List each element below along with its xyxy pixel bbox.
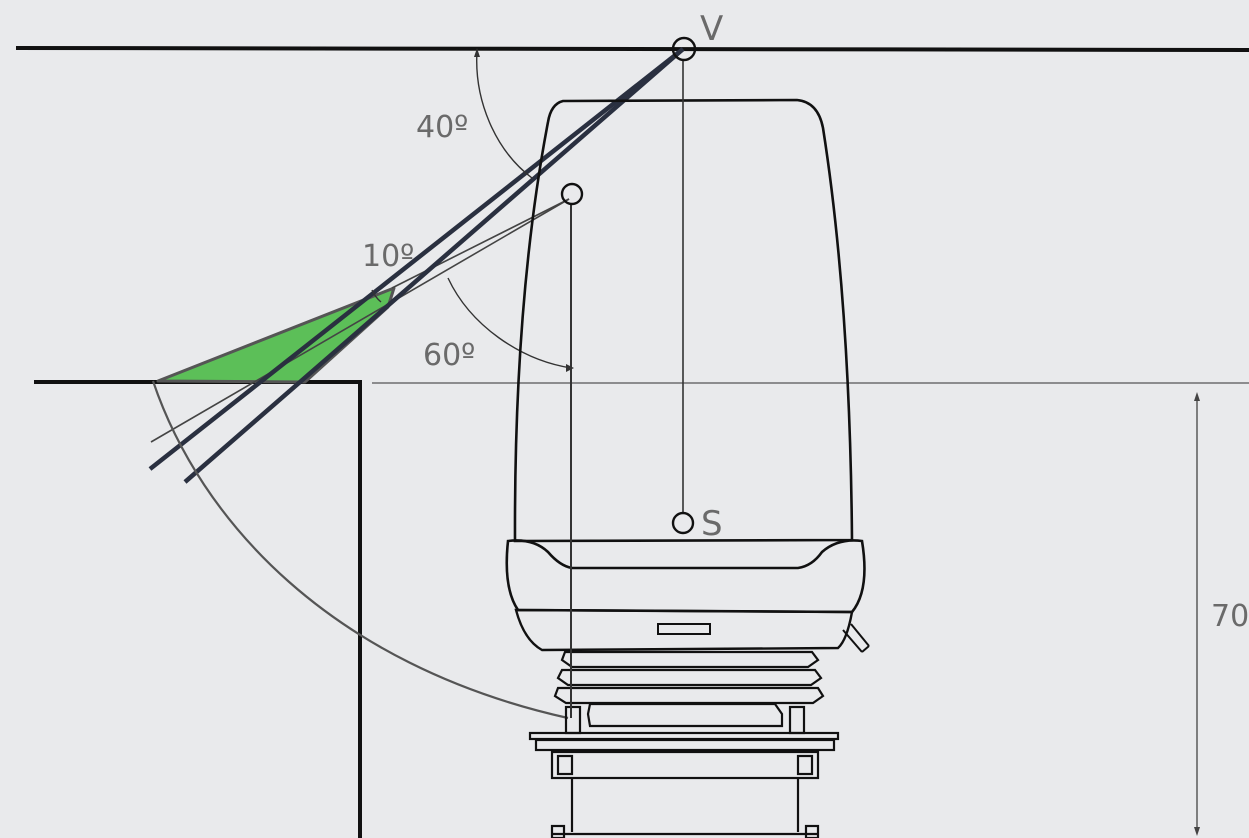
point-s-label: S [701, 504, 723, 544]
dimension-label: 70 [1211, 599, 1249, 634]
angle-10-label: 10º [362, 239, 414, 274]
seat-lever [842, 623, 870, 653]
seat-pan [514, 608, 854, 652]
seat-suspension-bellows [553, 650, 825, 728]
sight-line-lower [183, 47, 685, 484]
sight-line-thin-1 [150, 198, 570, 443]
point-s-marker [671, 511, 695, 535]
eye-point-marker [560, 182, 584, 206]
sight-line-thin-2 [391, 198, 570, 289]
angle-arc-60 [447, 277, 572, 369]
desk-outline [34, 380, 362, 838]
angle-40-label: 40º [416, 110, 468, 145]
reach-arc [151, 380, 569, 720]
seat-base-plate [528, 731, 840, 838]
point-v-marker [671, 36, 697, 62]
height-dimension [1194, 392, 1200, 836]
angle-arc-10 [371, 289, 382, 303]
point-v-label: V [700, 9, 723, 49]
top-reference-line [15, 46, 1249, 52]
seat-pan-tab [657, 623, 711, 635]
angle-60-label: 60º [423, 338, 475, 373]
sight-line-upper [148, 47, 685, 471]
angle-arc-40 [476, 50, 533, 179]
